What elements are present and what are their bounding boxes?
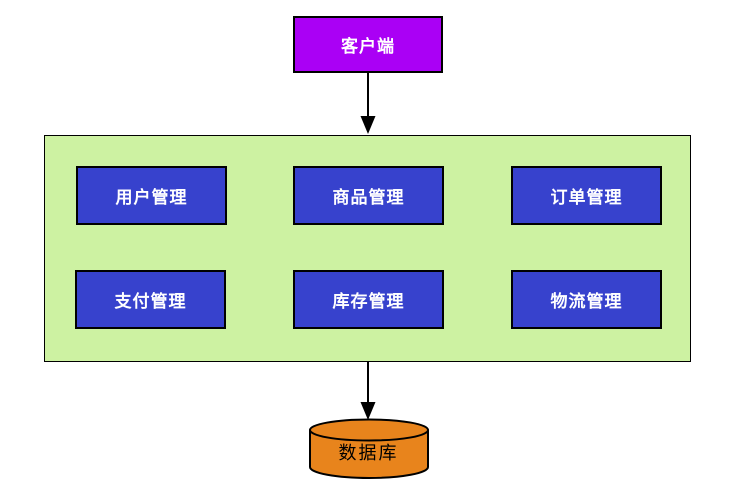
module-label: 物流管理 [550,292,623,311]
arrow-modules-to-database [360,362,376,420]
module-label: 库存管理 [332,292,405,311]
module-node-logistics-management: 物流管理 [511,270,662,329]
module-node-payment-management: 支付管理 [75,270,226,329]
module-label: 支付管理 [114,292,187,311]
module-label: 用户管理 [115,188,188,207]
module-label: 商品管理 [332,188,405,207]
client-node: 客户端 [293,16,443,73]
module-label: 订单管理 [550,188,623,207]
database-node-label: 数据库 [338,443,399,463]
module-node-inventory-management: 库存管理 [293,270,444,329]
module-node-order-management: 订单管理 [511,166,662,225]
arrow-client-to-modules [360,73,376,134]
client-node-label: 客户端 [341,37,395,56]
module-node-product-management: 商品管理 [293,166,444,225]
module-node-user-management: 用户管理 [76,166,227,225]
